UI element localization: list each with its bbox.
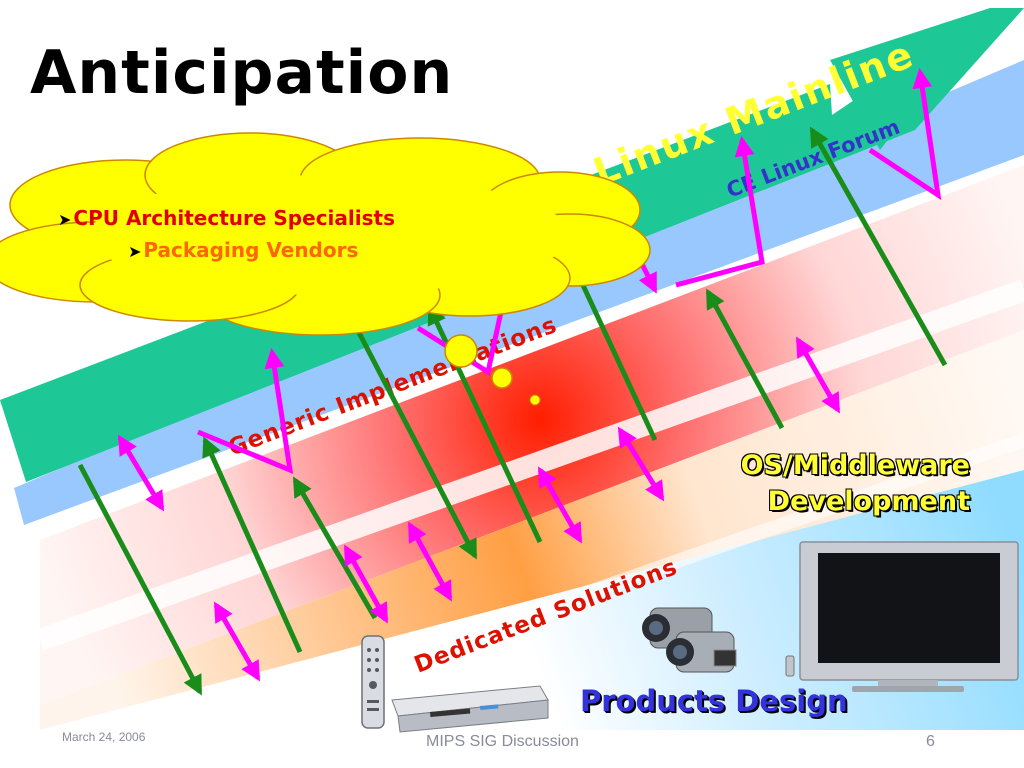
os-middleware-line2: Development xyxy=(767,486,970,517)
magenta-arrow xyxy=(617,426,665,502)
dvd-player-icon xyxy=(391,685,549,733)
magenta-arrow xyxy=(343,544,389,624)
magenta-arrow xyxy=(213,601,261,682)
products-band xyxy=(40,470,1024,730)
page-title: Anticipation xyxy=(30,38,454,108)
remote-control-icon xyxy=(361,635,385,729)
products-design-label: Products Design xyxy=(580,684,848,718)
magenta-zigzag-arrow xyxy=(868,68,942,201)
camcorder-icon xyxy=(642,607,737,673)
os-middleware-line1: OS/Middleware xyxy=(740,450,970,481)
footer-page-number: 6 xyxy=(926,733,935,750)
flat-tv-icon xyxy=(785,541,1019,692)
cloud-bubble-large xyxy=(444,334,478,368)
green-arrow xyxy=(202,436,303,654)
band-separator-lower xyxy=(197,433,1024,735)
magenta-arrow xyxy=(117,434,165,512)
cloud-item-packaging-label: Packaging Vendors xyxy=(143,238,359,262)
green-arrow xyxy=(809,126,948,367)
cloud-item-cpu: ➤CPU Architecture Specialists xyxy=(58,206,395,230)
cloud-item-packaging: ➤Packaging Vendors xyxy=(128,238,358,262)
band-separator xyxy=(36,279,1024,651)
os-middleware-label: OS/Middleware Development xyxy=(741,448,970,520)
magenta-arrow xyxy=(537,466,583,544)
magenta-zigzag-arrow xyxy=(675,136,765,288)
green-arrow xyxy=(572,264,658,442)
magenta-arrow xyxy=(795,336,841,414)
cloud-item-cpu-label: CPU Architecture Specialists xyxy=(73,206,395,230)
arrow-bullet-icon: ➤ xyxy=(58,210,72,229)
footer-title: MIPS SIG Discussion xyxy=(426,733,579,750)
green-arrow xyxy=(705,288,785,430)
cloud-bubble-small xyxy=(529,394,541,406)
arrow-bullet-icon: ➤ xyxy=(128,242,142,261)
generic-implementations-band xyxy=(40,165,1024,705)
green-arrow xyxy=(352,323,478,560)
footer-date: March 24, 2006 xyxy=(62,730,146,744)
green-arrow xyxy=(77,463,203,696)
cloud-bubble-medium xyxy=(491,367,513,389)
magenta-arrow xyxy=(407,521,453,602)
linux-mainline-arrowhead xyxy=(830,8,990,150)
magenta-zigzag-arrow xyxy=(197,348,294,475)
cloud-shape xyxy=(0,132,651,336)
